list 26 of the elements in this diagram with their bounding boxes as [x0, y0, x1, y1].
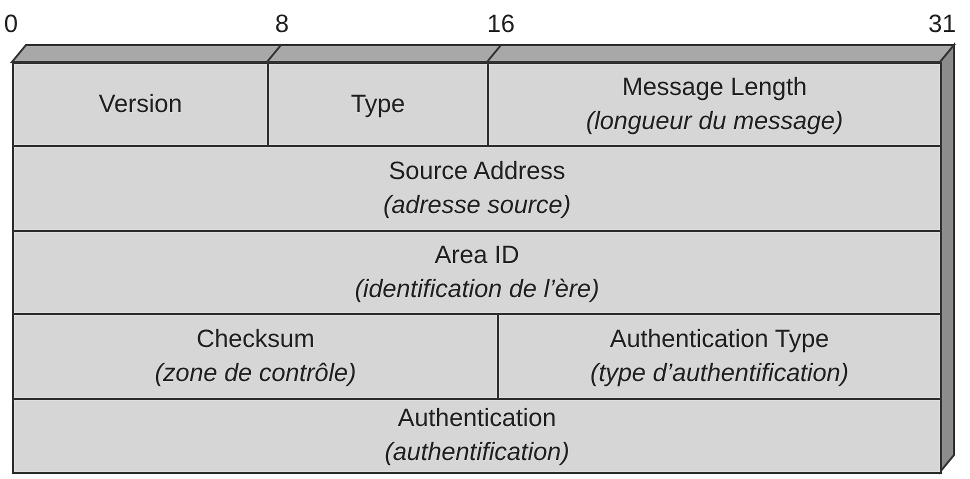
field-translation: (identification de l’ère): [354, 274, 600, 304]
field-cell: [12, 145, 942, 232]
field-translation: (adresse source): [383, 190, 571, 220]
field-cell: [12, 313, 499, 400]
field-name: Type: [350, 88, 406, 120]
field-cell: [12, 230, 942, 315]
field-name: Checksum: [196, 324, 315, 355]
field-cell: [497, 313, 942, 400]
bit-number: 8: [275, 10, 289, 39]
field-name: Authentication Type: [610, 324, 830, 355]
bit-number: 0: [4, 10, 18, 39]
field-name: Area ID: [434, 240, 520, 271]
field-cell: [12, 62, 269, 147]
field-name: Message Length: [622, 72, 807, 103]
field-cell: [12, 398, 942, 474]
field-translation: (authentification): [384, 437, 570, 468]
field-translation: (longueur du message): [586, 106, 844, 136]
bit-number: 31: [928, 10, 956, 39]
field-translation: (type d’authentification): [590, 358, 849, 388]
field-translation: (zone de contrôle): [154, 358, 356, 388]
field-cell: [267, 62, 489, 147]
field-cell: [487, 62, 942, 147]
field-name: Authentication: [398, 403, 556, 434]
field-name: Source Address: [388, 156, 566, 187]
field-name: Version: [98, 88, 182, 120]
bit-number: 16: [487, 10, 515, 39]
